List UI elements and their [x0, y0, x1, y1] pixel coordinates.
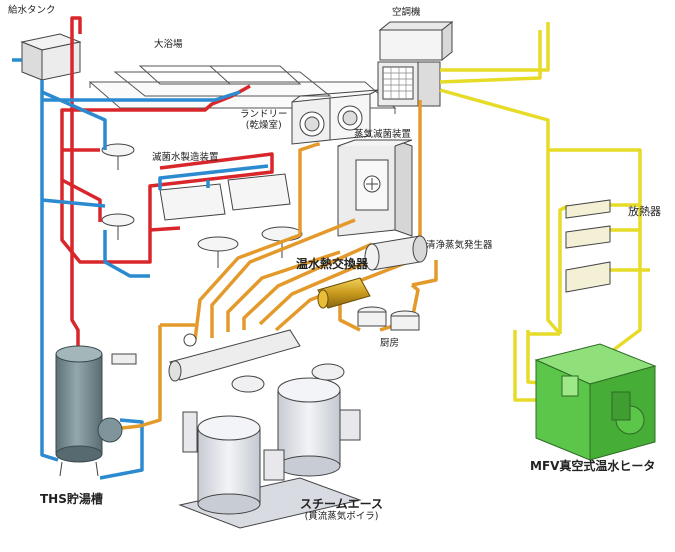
bath-label: 大浴場 — [154, 39, 183, 50]
heat-exchanger — [317, 277, 371, 309]
steam-pipes — [121, 100, 438, 430]
kitchen-label: 厨房 — [380, 338, 400, 349]
steam-header — [168, 329, 301, 382]
laundry-label: ランドリー (乾燥室) — [240, 109, 288, 132]
steam-ace-label-main: スチームエース — [300, 497, 384, 511]
cold-water-pipes — [12, 58, 269, 480]
laundry-machines — [291, 89, 379, 145]
steam-ace-boilers — [178, 363, 362, 529]
sterile-water-sinks — [101, 143, 303, 268]
sterile-water-label: 滅菌水製造装置 — [152, 152, 219, 163]
steam-ace-label: スチームエース (貫流蒸気ボイラ) — [300, 497, 384, 523]
sterilizer-label: 蒸気滅菌装置 — [354, 129, 412, 140]
clean-steam-label: 清浄蒸気発生器 — [426, 240, 493, 251]
laundry-label-main: ランドリー — [240, 109, 288, 120]
aircon-label: 空調機 — [392, 7, 421, 18]
mfv-heater-label: MFV真空式温水ヒータ — [530, 459, 656, 473]
laundry-label-sub: (乾燥室) — [245, 119, 282, 131]
air-conditioner — [377, 20, 454, 107]
kitchen-equipment — [357, 306, 420, 331]
warm-water-pipes — [439, 22, 650, 402]
clean-steam-generator — [364, 235, 428, 271]
radiators — [565, 199, 611, 293]
steam-ace-label-sub: (貫流蒸気ボイラ) — [304, 510, 379, 522]
ths-storage-tank — [55, 345, 137, 477]
mfv-heater — [534, 343, 657, 461]
steam-sterilizer — [337, 139, 413, 237]
heat-exchanger-label: 温水熱交換器 — [296, 257, 369, 271]
radiator-label: 放熱器 — [628, 205, 661, 218]
supply-tank-label: 給水タンク — [8, 5, 56, 16]
ths-tank-label: THS貯湯槽 — [40, 492, 103, 506]
